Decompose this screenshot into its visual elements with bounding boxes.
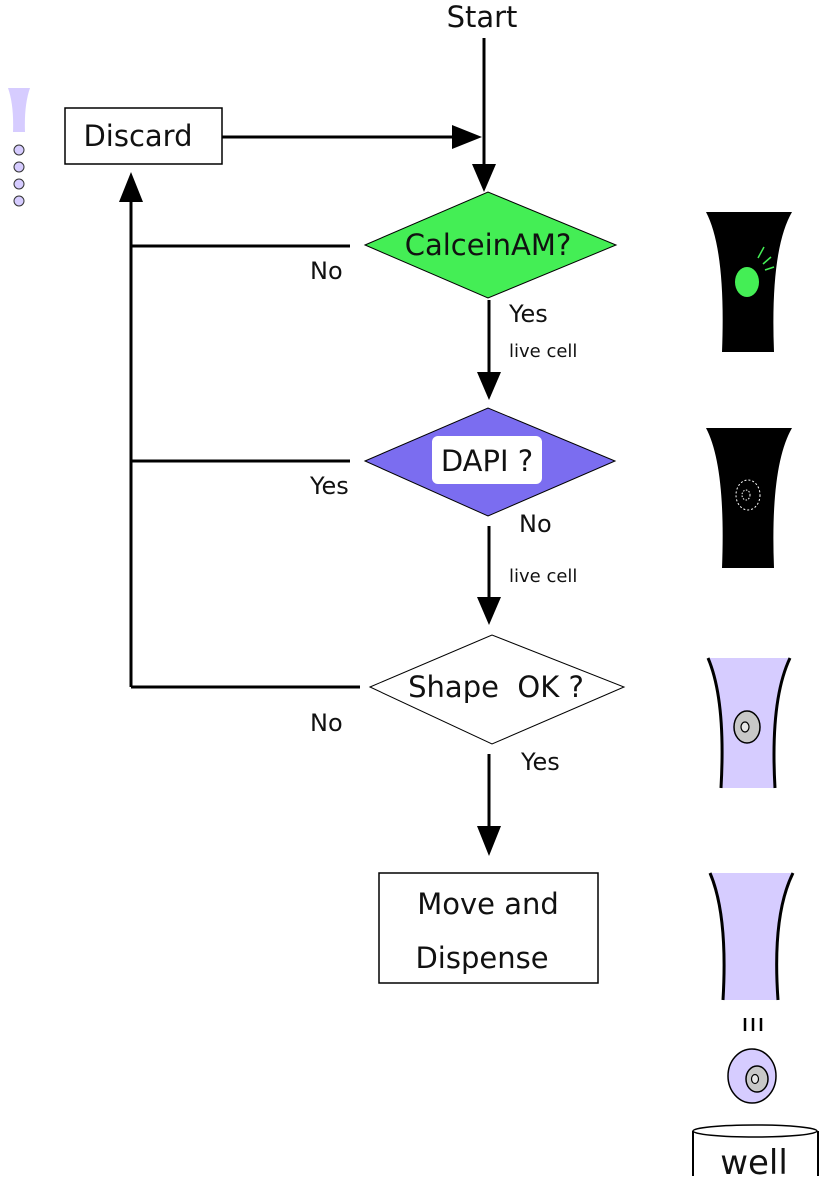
shape-label: Shape OK ? (408, 670, 584, 704)
dapi-yes-label: Yes (309, 472, 349, 500)
shape-no-label: No (310, 709, 343, 737)
discard-label: Discard (83, 119, 192, 153)
well-label: well (720, 1143, 788, 1183)
shape-yes-arrow (477, 754, 501, 856)
shape-yes-label: Yes (520, 748, 560, 776)
discard-return-arrow (222, 125, 482, 149)
shape-tip-icon (706, 657, 792, 789)
calcein-label: CalceinAM? (405, 228, 572, 262)
move-label-line2: Dispense (415, 941, 548, 975)
calcein-yes-note: live cell (509, 341, 577, 362)
move-label-line1: Move and (417, 887, 559, 921)
calcein-yes-label: Yes (508, 300, 548, 328)
dispense-tip-icon (708, 872, 795, 1031)
well-icon: well (692, 1124, 819, 1183)
move-dispense-box: Move and Dispense (378, 872, 599, 984)
dapi-no-label: No (519, 510, 552, 538)
dapi-decision: DAPI ? (363, 407, 617, 517)
dapi-label: DAPI ? (441, 444, 533, 478)
dapi-no-note: live cell (509, 566, 577, 587)
dapi-tip-icon (706, 428, 792, 568)
reject-path (119, 172, 143, 687)
calcein-decision: CalceinAM? (363, 191, 618, 299)
discard-box: Discard (64, 107, 223, 165)
dapi-no-arrow (477, 526, 501, 625)
start-label: Start (447, 0, 518, 34)
calcein-tip-icon (706, 212, 792, 352)
start-arrow (472, 38, 496, 192)
calcein-no-label: No (310, 257, 343, 285)
shape-decision: Shape OK ? (368, 634, 626, 745)
tip-droplets-icon (8, 88, 30, 207)
calcein-yes-arrow (477, 300, 501, 400)
droplet-cell-icon (727, 1048, 777, 1104)
